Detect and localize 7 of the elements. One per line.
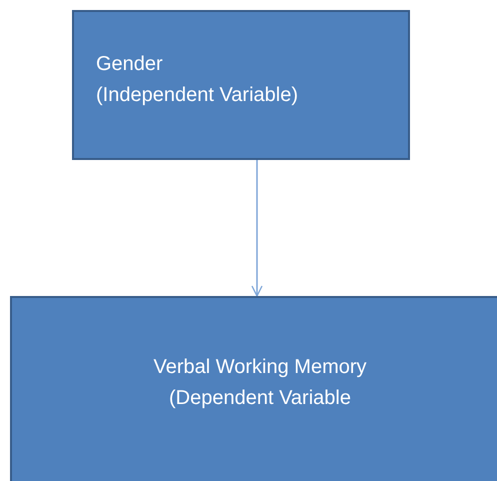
box-label: Gender (96, 52, 163, 77)
box-label: (Dependent Variable (169, 386, 351, 411)
variable-box (72, 10, 410, 160)
arrow (251, 160, 263, 297)
box-label: (Independent Variable) (96, 83, 298, 108)
box-label: Verbal Working Memory (153, 355, 367, 380)
variable-box (10, 296, 497, 481)
